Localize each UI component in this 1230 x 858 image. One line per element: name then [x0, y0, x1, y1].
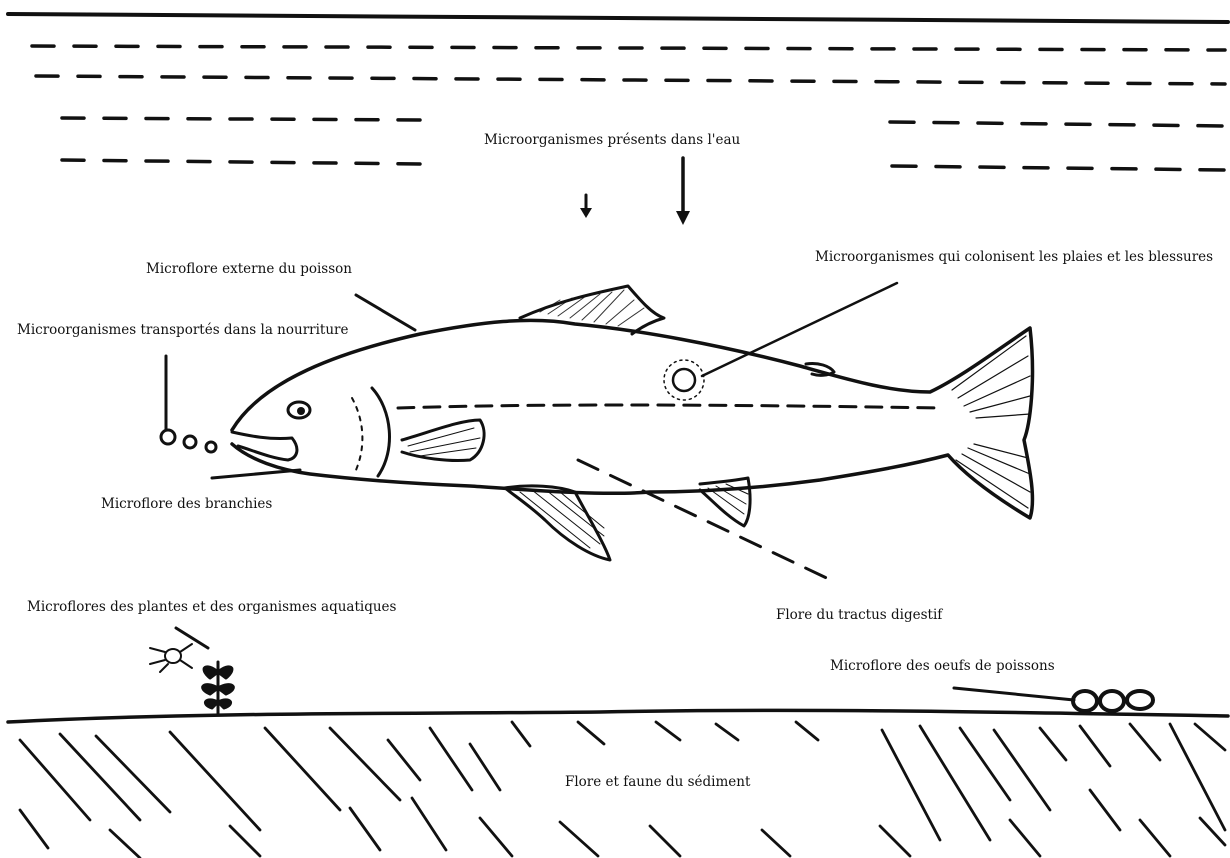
aquatic-organism — [150, 644, 192, 672]
food-particles — [161, 430, 216, 452]
label-sediment-flora: Flore et faune du sédiment — [565, 776, 750, 790]
water-surface-line — [8, 14, 1228, 22]
lateral-line — [398, 405, 940, 408]
label-external-microflora: Microflore externe du poisson — [146, 263, 352, 277]
sediment-hatching — [20, 722, 1225, 858]
fish-body — [232, 320, 1032, 518]
label-plant-microflora: Microflores des plantes et des organisme… — [27, 601, 396, 615]
label-gill-microflora: Microflore des branchies — [101, 498, 272, 512]
aquatic-plant — [203, 662, 234, 714]
label-egg-microflora: Microflore des oeufs de poissons — [830, 660, 1055, 674]
fish-drawing — [232, 286, 1032, 560]
pectoral-fin — [402, 420, 484, 461]
water-dashes — [32, 46, 1225, 170]
wound-marker — [673, 369, 695, 391]
label-digestive-flora: Flore du tractus digestif — [776, 609, 942, 623]
pelvic-fin — [505, 486, 610, 560]
fish-eggs — [1073, 691, 1153, 711]
label-water-microorganisms: Microorganismes présents dans l'eau — [484, 134, 740, 148]
label-wound-microorganisms: Microorganismes qui colonisent les plaie… — [815, 251, 1213, 265]
sediment-surface-line — [8, 710, 1228, 722]
leader-lines — [166, 283, 1074, 700]
water-arrows — [580, 158, 690, 225]
label-food-microorganisms: Microorganismes transportés dans la nour… — [17, 324, 348, 338]
